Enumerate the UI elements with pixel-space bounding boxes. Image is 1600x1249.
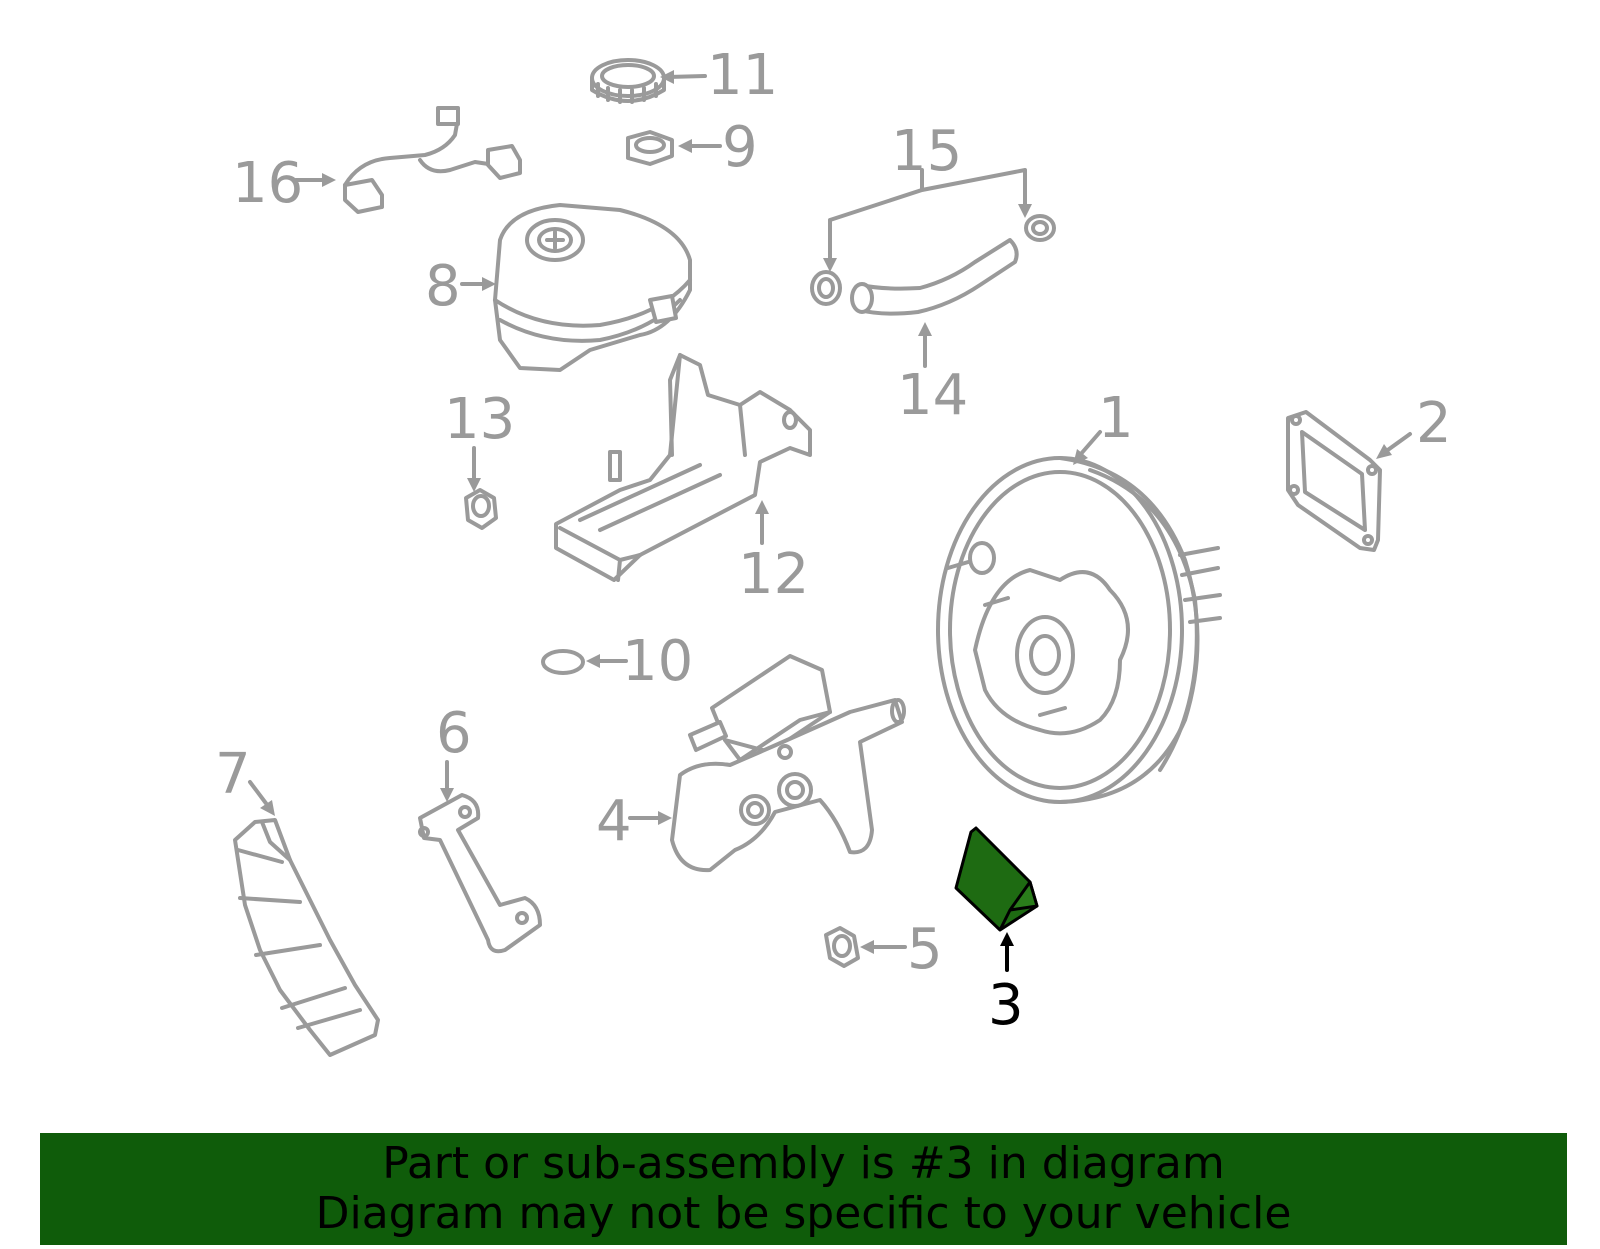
part-4-master-cylinder[interactable] <box>670 654 906 873</box>
callout-16: 16 <box>232 151 336 216</box>
part-13-nut[interactable] <box>464 488 498 530</box>
callout-7: 7 <box>215 742 275 816</box>
callout-8: 8 <box>425 254 496 319</box>
callout-2-label: 2 <box>1416 391 1452 456</box>
part-14-hose[interactable] <box>850 238 1019 316</box>
part-5-nut[interactable] <box>824 926 860 968</box>
part-10-o-ring[interactable] <box>541 649 585 675</box>
callout-13: 13 <box>444 387 515 492</box>
callout-1: 1 <box>1073 386 1134 465</box>
part-12-bracket[interactable] <box>554 353 812 582</box>
part-6-bracket-arm[interactable] <box>418 793 542 954</box>
part-7-shield[interactable] <box>233 818 380 1057</box>
callout-10-label: 10 <box>622 629 693 694</box>
part-3-highlighted[interactable] <box>954 826 1039 932</box>
callout-5: 5 <box>860 917 943 982</box>
callout-8-label: 8 <box>425 254 461 319</box>
callout-6-label: 6 <box>436 701 472 766</box>
part-11-reservoir-cap[interactable] <box>590 58 666 104</box>
banner-line-2: Diagram may not be specific to your vehi… <box>315 1188 1292 1239</box>
callout-3-label: 3 <box>988 973 1024 1038</box>
callout-3: 3 <box>988 932 1024 1038</box>
info-banner: Part or sub-assembly is #3 in diagram Di… <box>40 1133 1567 1245</box>
callout-4: 4 <box>596 789 672 854</box>
banner-line-1: Part or sub-assembly is #3 in diagram <box>382 1138 1225 1189</box>
callout-6: 6 <box>436 701 472 802</box>
part-16-wiring-harness[interactable] <box>343 106 522 214</box>
callout-7-label: 7 <box>215 742 251 807</box>
callout-11: 11 <box>660 43 778 108</box>
callout-12: 12 <box>738 500 809 607</box>
callout-13-label: 13 <box>444 387 515 452</box>
callout-9-label: 9 <box>722 115 758 180</box>
part-1-brake-booster[interactable] <box>936 456 1222 804</box>
callout-11-label: 11 <box>707 43 778 108</box>
callout-14-label: 14 <box>897 363 968 428</box>
callout-12-label: 12 <box>738 542 809 607</box>
callout-15-label: 15 <box>891 119 962 184</box>
callout-15: 15 <box>823 119 1032 272</box>
part-15-hose-clamps[interactable] <box>810 214 1056 306</box>
callout-5-label: 5 <box>907 917 943 982</box>
part-2-gasket[interactable] <box>1286 410 1382 552</box>
callout-2: 2 <box>1376 391 1452 459</box>
callout-4-label: 4 <box>596 789 632 854</box>
callout-1-label: 1 <box>1098 386 1134 451</box>
callout-9: 9 <box>678 115 758 180</box>
callout-16-label: 16 <box>232 151 303 216</box>
part-8-reservoir[interactable] <box>493 203 692 372</box>
callout-14: 14 <box>897 322 968 428</box>
part-9-nut[interactable] <box>626 130 674 166</box>
callout-10: 10 <box>586 629 693 694</box>
